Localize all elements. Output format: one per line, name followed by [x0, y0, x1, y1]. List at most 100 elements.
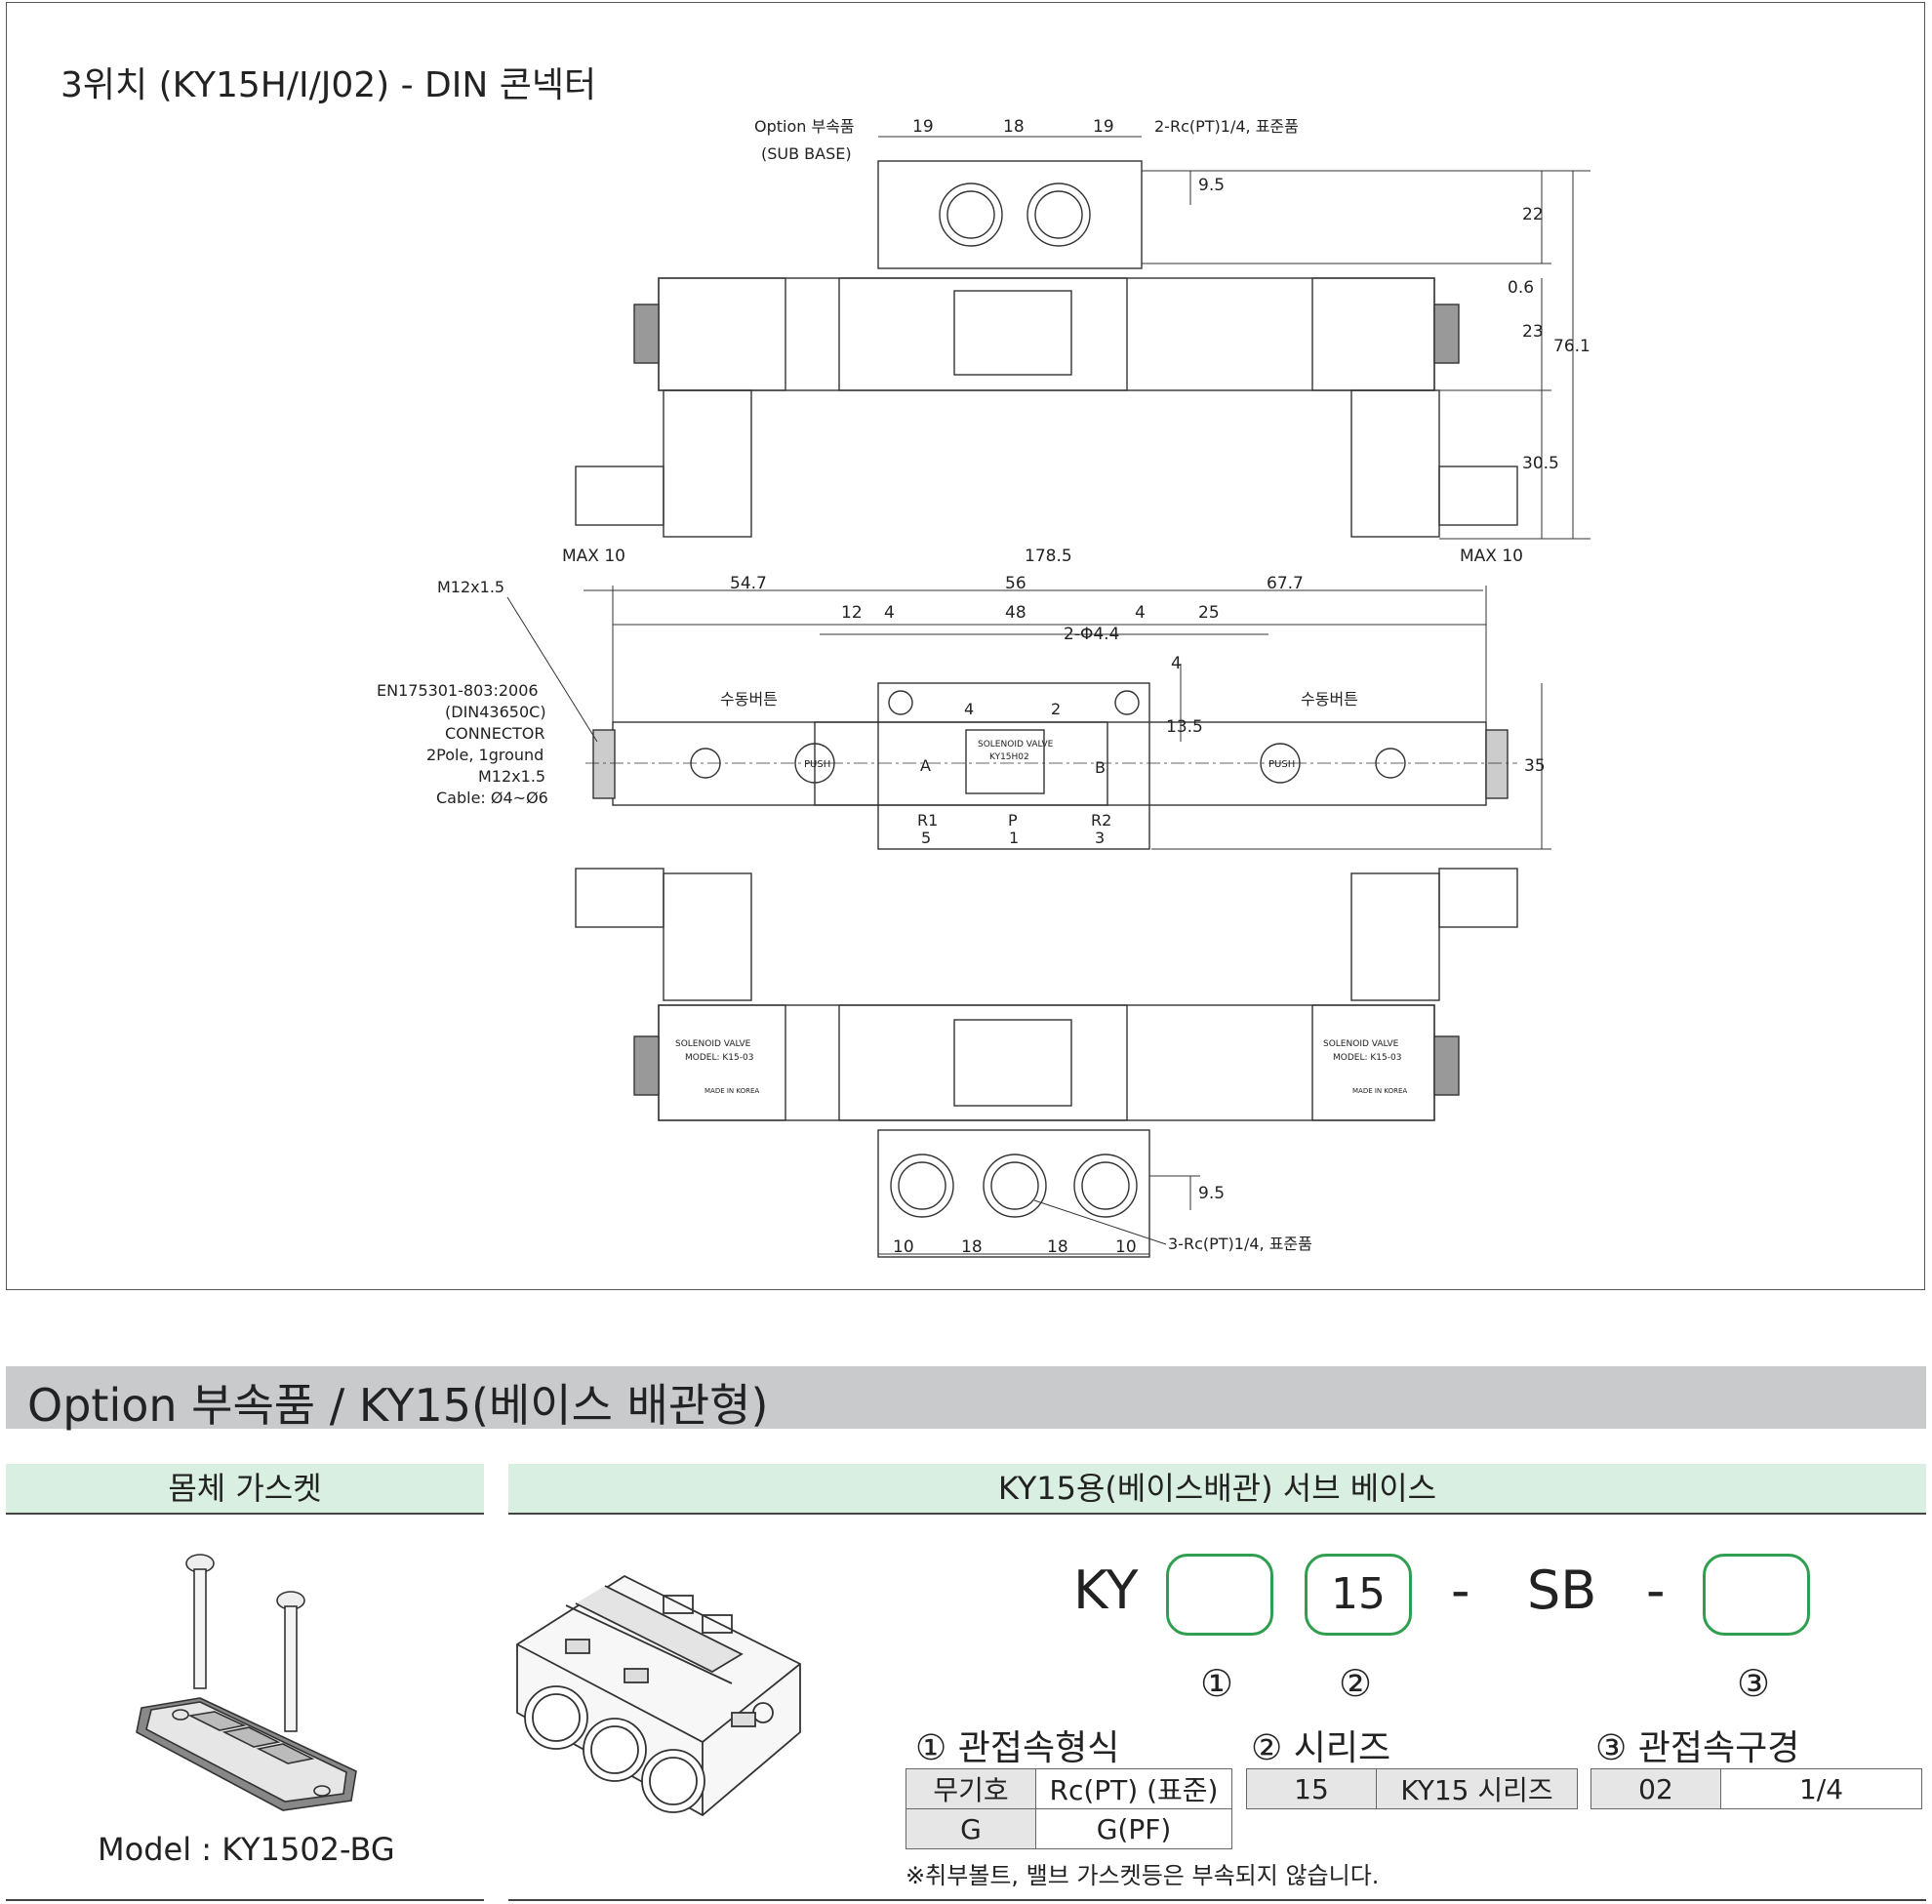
top-view — [575, 136, 1590, 540]
conn-label-5: M12x1.5 — [478, 767, 545, 786]
connection-type-table: 무기호 Rc(PT) (표준) G G(PF) — [906, 1768, 1232, 1849]
code-box-1 — [1166, 1554, 1273, 1636]
manual-button-left: 수동버튼 — [720, 690, 778, 709]
port-r2: R2 — [1091, 811, 1111, 830]
drawing-frame — [6, 2, 1925, 1290]
drawing-title: 3위치 (KY15H/I/J02) - DIN 콘넥터 — [60, 65, 597, 105]
dim-b9-5: 9.5 — [1198, 1184, 1225, 1203]
dim-b18b: 18 — [1047, 1237, 1068, 1257]
subbase-illustration — [516, 1574, 801, 1817]
dim-b10b: 10 — [1115, 1237, 1137, 1257]
dim-76-1: 76.1 — [1553, 337, 1590, 356]
dim-19a: 19 — [912, 117, 934, 137]
t1-title: ① 관접속형식 — [915, 1728, 1120, 1768]
t3-c2: 1/4 — [1720, 1768, 1922, 1809]
t3-c1: 02 — [1590, 1768, 1721, 1809]
port-5: 5 — [921, 829, 931, 847]
dim-56: 56 — [1005, 574, 1026, 593]
coil-label-left-1: SOLENOID VALVE — [675, 1039, 751, 1049]
conn-label-6: Cable: Ø4~Ø6 — [436, 789, 548, 807]
push-left: PUSH — [804, 759, 830, 770]
t3-title: ③ 관접속구경 — [1595, 1728, 1800, 1768]
port-4: 4 — [964, 700, 974, 718]
conn-label-3: CONNECTOR — [445, 724, 544, 743]
code-dash-1: - — [1451, 1560, 1470, 1621]
dim-b10a: 10 — [893, 1237, 914, 1257]
code-mark-3: ③ — [1737, 1662, 1771, 1705]
dim-max-left: MAX 10 — [562, 547, 625, 566]
conn-label-1: EN175301-803:2006 — [377, 681, 539, 700]
push-right: PUSH — [1268, 759, 1295, 770]
section-title: Option 부속품 / KY15(베이스 배관형) — [27, 1379, 769, 1432]
t2-title: ② 시리즈 — [1251, 1728, 1391, 1768]
dim-12: 12 — [841, 603, 863, 623]
port-1: 1 — [1009, 829, 1019, 847]
gasket-panel-bottom-line — [6, 1899, 484, 1901]
dim-max-right: MAX 10 — [1460, 547, 1523, 566]
dim-19b: 19 — [1093, 117, 1114, 137]
coil-label-right-3: MADE IN KOREA — [1352, 1087, 1407, 1095]
technical-drawing: Option 부속품 (SUB BASE) 2-Rc(PT)1/4, 표준품 1… — [377, 117, 1590, 1258]
code-box-3 — [1703, 1554, 1810, 1636]
subbase-panel-bottom-line — [508, 1899, 1926, 1901]
manual-button-right: 수동버튼 — [1301, 690, 1358, 709]
dim-54-7: 54.7 — [730, 574, 767, 593]
gasket-model: Model : KY1502-BG — [98, 1831, 395, 1868]
top-option-label: Option 부속품 — [754, 117, 855, 136]
dim-18: 18 — [1003, 117, 1025, 137]
gasket-illustration — [136, 1554, 357, 1811]
t2-c1: 15 — [1246, 1768, 1377, 1809]
port-2: 2 — [1051, 700, 1061, 718]
code-sb: SB — [1527, 1560, 1597, 1621]
conn-label-4: 2Pole, 1ground — [426, 746, 543, 764]
t1-r1: G — [906, 1808, 1036, 1849]
dim-48: 48 — [1005, 603, 1026, 623]
dim-b18a: 18 — [961, 1237, 983, 1257]
port-b: B — [1095, 758, 1106, 777]
side-view — [506, 586, 1551, 850]
conn-label-2: (DIN43650C) — [445, 703, 546, 721]
top-port-note: 2-Rc(PT)1/4, 표준품 — [1154, 117, 1299, 136]
nameplate-line-2: KY15H02 — [989, 752, 1029, 762]
note-text: ※취부볼트, 밸브 가스켓등은 부속되지 않습니다. — [906, 1862, 1380, 1889]
section-band — [6, 1366, 1926, 1429]
coil-label-left-3: MADE IN KOREA — [704, 1087, 759, 1095]
port-size-table: 02 1/4 — [1590, 1768, 1922, 1809]
t1-h1: 무기호 — [906, 1768, 1036, 1809]
thread-label: M12x1.5 — [437, 578, 504, 596]
dim-overall: 178.5 — [1025, 547, 1072, 566]
dim-4a: 4 — [884, 603, 895, 623]
port-3: 3 — [1095, 829, 1105, 847]
subbase-header: KY15용(베이스배관) 서브 베이스 — [508, 1464, 1926, 1515]
port-p: P — [1008, 811, 1018, 830]
coil-label-right-2: MODEL: K15-03 — [1333, 1053, 1401, 1063]
dim-23: 23 — [1522, 322, 1544, 342]
bottom-port-note: 3-Rc(PT)1/4, 표준품 — [1168, 1235, 1312, 1253]
dim-0-6: 0.6 — [1508, 278, 1534, 298]
top-option-label-2: (SUB BASE) — [761, 144, 852, 163]
gasket-header: 몸체 가스켓 — [6, 1464, 484, 1515]
nameplate-line-1: SOLENOID VALVE — [978, 740, 1054, 749]
dim-22: 22 — [1522, 205, 1544, 224]
series-table: 15 KY15 시리즈 — [1246, 1768, 1578, 1809]
dim-v35: 35 — [1524, 756, 1546, 776]
code-prefix: KY — [1073, 1560, 1139, 1621]
coil-label-left-2: MODEL: K15-03 — [685, 1053, 753, 1063]
dim-9-5: 9.5 — [1198, 176, 1225, 195]
dim-25: 25 — [1198, 603, 1220, 623]
t1-h2: Rc(PT) (표준) — [1035, 1768, 1232, 1809]
dim-67-7: 67.7 — [1267, 574, 1304, 593]
code-box-2: 15 — [1305, 1554, 1412, 1636]
dim-hole: 2-Φ4.4 — [1064, 625, 1119, 644]
dim-4b: 4 — [1135, 603, 1146, 623]
bottom-view — [575, 868, 1518, 1258]
port-r1: R1 — [917, 811, 938, 830]
coil-label-right-1: SOLENOID VALVE — [1323, 1039, 1399, 1049]
t1-r2: G(PF) — [1035, 1808, 1232, 1849]
code-mark-1: ① — [1200, 1662, 1234, 1705]
code-dash-2: - — [1646, 1560, 1666, 1621]
code-mark-2: ② — [1339, 1662, 1373, 1705]
dim-v13-5: 13.5 — [1166, 717, 1203, 737]
dim-30-5: 30.5 — [1522, 454, 1559, 473]
t2-c2: KY15 시리즈 — [1376, 1768, 1578, 1809]
